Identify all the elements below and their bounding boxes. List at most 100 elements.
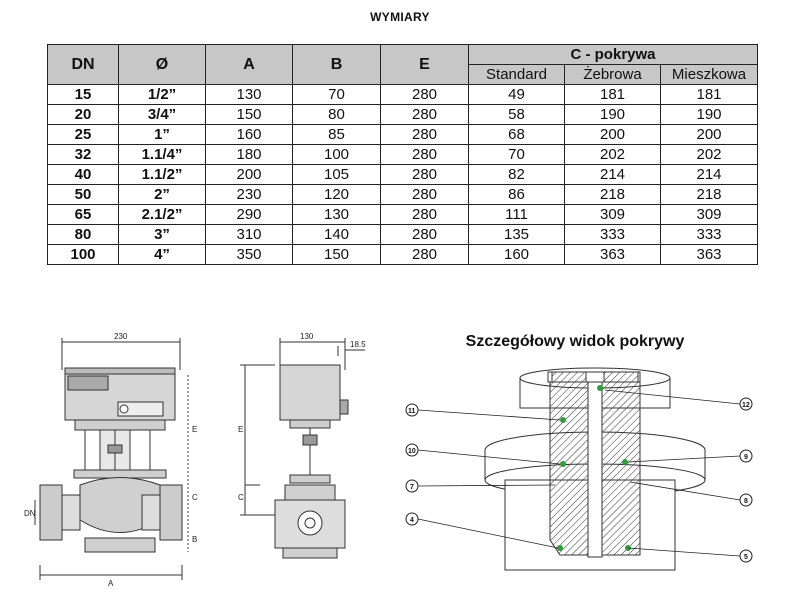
cell-c-standard: 68	[468, 124, 565, 145]
cell-diameter: 1.1/2”	[118, 164, 206, 185]
cell-a: 230	[205, 184, 293, 205]
front-a-label: A	[108, 579, 114, 588]
cell-c-zebrowa: 200	[564, 124, 661, 145]
front-e-label: E	[192, 425, 197, 434]
callout-leaders	[417, 389, 741, 557]
header-a: A	[205, 44, 293, 85]
header-c-mieszkowa: Mieszkowa	[659, 64, 759, 85]
side-c-label: C	[238, 493, 244, 502]
cell-diameter: 3/4”	[118, 104, 206, 125]
cell-dn: 25	[47, 124, 119, 145]
cell-b: 150	[292, 244, 381, 265]
cell-c-mieszkowa: 200	[659, 124, 759, 145]
cell-diameter: 1/2”	[118, 84, 206, 105]
side-width-label: 130	[300, 332, 314, 341]
cell-a: 350	[205, 244, 293, 265]
cell-e: 280	[380, 184, 469, 205]
front-dn-label: DN	[24, 509, 36, 518]
cell-c-zebrowa: 363	[564, 244, 661, 265]
dimensions-table: DN Ø A B E C - pokrywa Standard Żebrowa …	[47, 44, 759, 265]
cell-diameter: 2”	[118, 184, 206, 205]
cell-c-mieszkowa: 218	[659, 184, 759, 205]
cell-b: 80	[292, 104, 381, 125]
cell-e: 280	[380, 124, 469, 145]
cell-b: 120	[292, 184, 381, 205]
callout-8: 8	[744, 498, 748, 505]
cell-c-standard: 82	[468, 164, 565, 185]
cell-c-zebrowa: 190	[564, 104, 661, 125]
cell-a: 160	[205, 124, 293, 145]
callout-7: 7	[410, 484, 414, 491]
cell-e: 280	[380, 224, 469, 245]
callout-circles	[405, 397, 753, 563]
cell-dn: 15	[47, 84, 119, 105]
cell-c-zebrowa: 181	[564, 84, 661, 105]
header-dn: DN	[47, 44, 119, 85]
cell-c-standard: 135	[468, 224, 565, 245]
cell-diameter: 3”	[118, 224, 206, 245]
cell-dn: 50	[47, 184, 119, 205]
cell-b: 85	[292, 124, 381, 145]
cell-b: 130	[292, 204, 381, 225]
header-c-group: C - pokrywa	[467, 44, 759, 65]
cell-e: 280	[380, 144, 469, 165]
cell-c-standard: 86	[468, 184, 565, 205]
cell-a: 150	[205, 104, 293, 125]
cell-a: 290	[205, 204, 293, 225]
cell-c-mieszkowa: 202	[659, 144, 759, 165]
cell-c-standard: 70	[468, 144, 565, 165]
cell-diameter: 1”	[118, 124, 206, 145]
cell-diameter: 1.1/4”	[118, 144, 206, 165]
cell-c-mieszkowa: 333	[659, 224, 759, 245]
cell-dn: 20	[47, 104, 119, 125]
cell-c-zebrowa: 333	[564, 224, 661, 245]
cell-dn: 40	[47, 164, 119, 185]
cell-c-mieszkowa: 181	[659, 84, 759, 105]
cell-e: 280	[380, 244, 469, 265]
cell-e: 280	[380, 204, 469, 225]
cell-c-mieszkowa: 363	[659, 244, 759, 265]
cell-c-zebrowa: 309	[564, 204, 661, 225]
cell-a: 180	[205, 144, 293, 165]
side-view-drawing	[240, 338, 365, 559]
side-offset-label: 18.5	[350, 340, 366, 349]
callout-5: 5	[744, 554, 748, 561]
detail-title: Szczegółowy widok pokrywy	[465, 333, 685, 350]
header-b: B	[292, 44, 381, 85]
cell-b: 105	[292, 164, 381, 185]
cell-c-zebrowa: 214	[564, 164, 661, 185]
cell-b: 100	[292, 144, 381, 165]
technical-drawings: 230 130 18.5 E C B A DN E C 11 12 10 9 7…	[24, 332, 753, 588]
callout-11: 11	[408, 408, 416, 415]
header-c-standard: Standard	[468, 64, 565, 85]
front-b-label: B	[192, 535, 197, 544]
cell-c-mieszkowa: 309	[659, 204, 759, 225]
cell-c-standard: 58	[468, 104, 565, 125]
cell-b: 70	[292, 84, 381, 105]
cell-c-mieszkowa: 190	[659, 104, 759, 125]
callout-9: 9	[744, 454, 748, 461]
cell-e: 280	[380, 164, 469, 185]
callout-4: 4	[410, 517, 414, 524]
cell-dn: 100	[47, 244, 119, 265]
cell-c-standard: 160	[468, 244, 565, 265]
cell-diameter: 2.1/2”	[118, 204, 206, 225]
cell-dn: 80	[47, 224, 119, 245]
cell-a: 310	[205, 224, 293, 245]
cover-detail-drawing	[484, 367, 706, 571]
callout-12: 12	[742, 402, 750, 409]
cell-c-standard: 49	[468, 84, 565, 105]
cell-e: 280	[380, 104, 469, 125]
header-e: E	[380, 44, 469, 85]
cell-dn: 65	[47, 204, 119, 225]
